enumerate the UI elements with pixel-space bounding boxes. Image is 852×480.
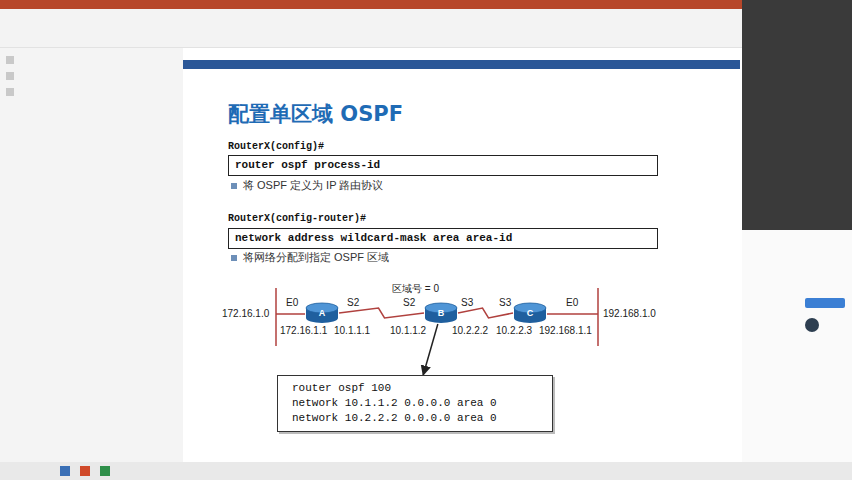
command-text: router ospf process-id <box>235 159 651 171</box>
slide <box>183 48 742 462</box>
ethernet-link <box>547 313 598 315</box>
command-text: network address wildcard-mask area area-… <box>235 232 651 244</box>
ethernet-segment <box>275 288 277 346</box>
thumbnail-icon <box>6 72 14 80</box>
interface-name: E0 <box>566 297 578 309</box>
serial-link <box>339 308 424 318</box>
router-letter: C <box>527 308 534 318</box>
bullet-text: 将 OSPF 定义为 IP 路由协议 <box>243 179 383 192</box>
router-icon: A <box>305 302 339 324</box>
bullet-text: 将网络分配到指定 OSPF 区域 <box>243 251 389 264</box>
ip-address: 10.2.2.3 <box>496 325 532 337</box>
ip-address: 10.1.1.2 <box>390 325 426 337</box>
panel-button <box>805 298 845 308</box>
side-panel <box>742 0 852 230</box>
slide-title: 配置单区域 OSPF <box>228 100 403 128</box>
ribbon <box>0 9 852 48</box>
cli-prompt: RouterX(config-router)# <box>228 213 366 225</box>
router-icon: C <box>513 302 547 324</box>
command-box: router ospf process-id <box>228 155 658 176</box>
router-letter: B <box>438 308 445 318</box>
network-address: 192.168.1.0 <box>603 308 656 320</box>
ip-address: 172.16.1.1 <box>280 325 327 337</box>
chat-panel <box>742 230 852 462</box>
thumbnail-icon <box>6 56 14 64</box>
config-line: network 10.2.2.2 0.0.0.0 area 0 <box>292 411 538 426</box>
cli-prompt: RouterX(config)# <box>228 141 324 153</box>
config-box: router ospf 100network 10.1.1.2 0.0.0.0 … <box>277 375 553 432</box>
interface-name: S2 <box>403 297 415 309</box>
bullet-mark <box>231 183 237 189</box>
slide-header-bar <box>183 60 740 69</box>
network-address: 172.16.1.0 <box>222 308 269 320</box>
router-icon: B <box>424 302 458 324</box>
interface-name: E0 <box>286 297 298 309</box>
interface-name: S3 <box>461 297 473 309</box>
taskbar <box>0 462 852 480</box>
serial-link <box>458 308 513 318</box>
taskbar-icon <box>80 466 90 476</box>
config-line: network 10.1.1.2 0.0.0.0 area 0 <box>292 396 538 411</box>
taskbar-icon <box>60 466 70 476</box>
ip-address: 192.168.1.1 <box>539 325 592 337</box>
interface-name: S2 <box>347 297 359 309</box>
thumbnail-icon <box>6 88 14 96</box>
config-line: router ospf 100 <box>292 381 538 396</box>
avatar-icon <box>805 318 819 332</box>
bullet-mark <box>231 255 237 261</box>
thumbnail-pane <box>0 48 183 462</box>
ip-address: 10.1.1.1 <box>334 325 370 337</box>
router-letter: A <box>319 308 326 318</box>
command-box: network address wildcard-mask area area-… <box>228 228 658 249</box>
ethernet-link <box>276 313 305 315</box>
ethernet-segment <box>597 288 599 346</box>
ip-address: 10.2.2.2 <box>452 325 488 337</box>
taskbar-icon <box>100 466 110 476</box>
title-bar <box>0 0 852 9</box>
area-label: 区域号 = 0 <box>392 283 439 295</box>
interface-name: S3 <box>499 297 511 309</box>
